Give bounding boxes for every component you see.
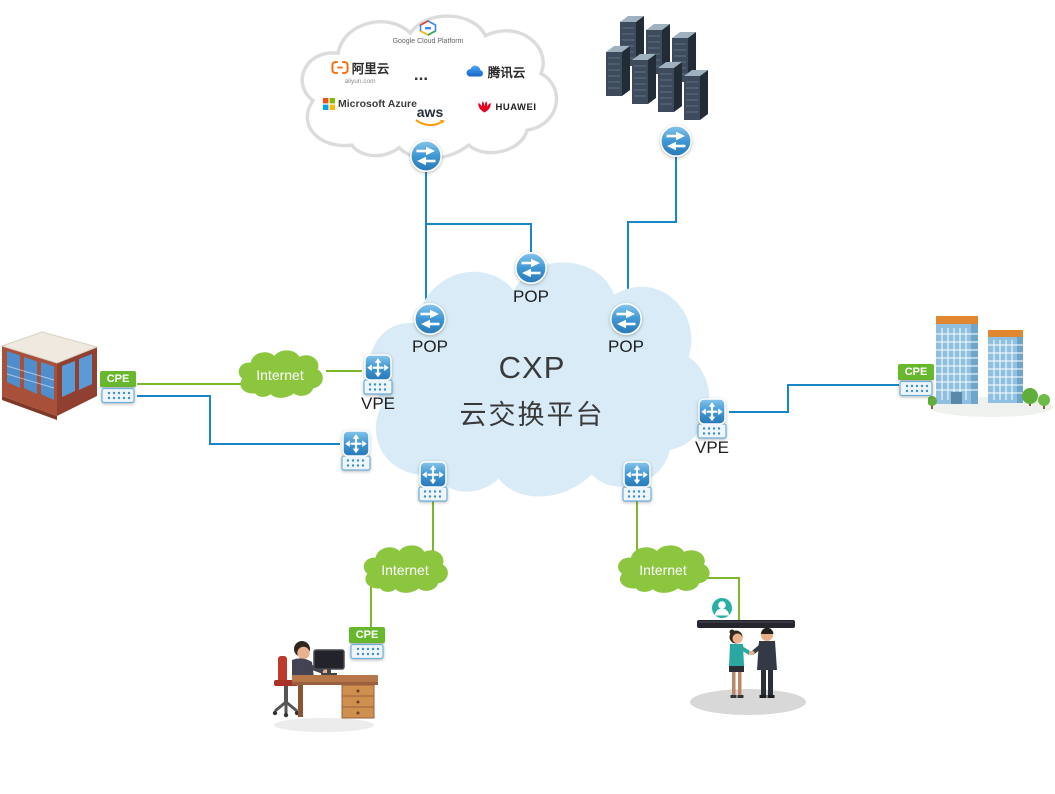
pop-right-label: POP bbox=[608, 337, 644, 356]
alibaba-domain-label: aliyun.com bbox=[344, 78, 376, 85]
huawei-label: HUAWEI bbox=[495, 101, 537, 113]
cloud-shape bbox=[300, 14, 559, 161]
cpe-left-device-icon bbox=[101, 387, 135, 404]
user-avatar-icon bbox=[710, 596, 734, 620]
datacenter-racks bbox=[606, 16, 708, 120]
internet-cloud-bottom-left: Internet bbox=[359, 542, 451, 596]
huawei-logo: HUAWEI bbox=[464, 100, 548, 114]
google-cloud-logo: Google Cloud Platform bbox=[380, 20, 476, 45]
pop-left-router-icon bbox=[414, 303, 446, 335]
tencent-cloud-logo: 腾讯云 bbox=[450, 62, 540, 81]
internet-cloud-shape bbox=[238, 350, 323, 398]
office-building-left bbox=[0, 331, 99, 420]
cxp-title-line1: CXP bbox=[498, 350, 566, 385]
server-bar bbox=[697, 620, 795, 628]
aws-label: aws bbox=[416, 104, 444, 120]
azure-label: Microsoft Azure bbox=[338, 98, 417, 110]
tencent-cloud-icon bbox=[466, 65, 483, 77]
meeting-scene bbox=[690, 596, 806, 715]
desk bbox=[292, 649, 378, 719]
edge-switch-bottom-right-icon bbox=[622, 461, 652, 502]
internet-left-label: Internet bbox=[256, 367, 304, 383]
alibaba-cloud-label: 阿里云 bbox=[351, 62, 390, 76]
pop-left-label: POP bbox=[412, 337, 448, 356]
azure-logo: Microsoft Azure bbox=[314, 98, 426, 110]
cpe-right-node: CPE bbox=[898, 364, 934, 397]
trees bbox=[928, 388, 1050, 409]
vpe-left-switch-icon bbox=[363, 354, 393, 395]
server-rack-group bbox=[606, 16, 708, 120]
cpe-bottom-label: CPE bbox=[349, 627, 385, 643]
person-woman bbox=[729, 629, 753, 698]
internet-bottom-left-label: Internet bbox=[381, 562, 429, 578]
alibaba-cloud-icon bbox=[331, 61, 349, 74]
internet-cloud-bottom-right: Internet bbox=[613, 542, 713, 596]
cloud-providers-cloud: Google Cloud Platform 阿里云 aliyun.com ... bbox=[288, 6, 566, 168]
microsoft-squares-icon bbox=[323, 98, 336, 110]
cpe-right-label: CPE bbox=[898, 364, 934, 380]
google-cloud-hexagon-icon bbox=[419, 20, 437, 36]
cpe-left-node: CPE bbox=[100, 371, 136, 404]
monitor bbox=[313, 649, 345, 670]
home-office-scene bbox=[272, 641, 378, 732]
tower-1 bbox=[936, 316, 978, 404]
cpe-bottom-node: CPE bbox=[349, 627, 385, 660]
office-buildings-right bbox=[928, 316, 1053, 417]
cxp-title-line2: 云交换平台 bbox=[459, 400, 605, 430]
huawei-flower-icon bbox=[477, 101, 491, 113]
cpe-bottom-device-icon bbox=[350, 643, 384, 660]
ellipsis-text: ... bbox=[413, 65, 429, 84]
pop-top-label: POP bbox=[513, 287, 549, 306]
cpe-left-label: CPE bbox=[100, 371, 136, 387]
internet-cloud-shape bbox=[618, 545, 710, 593]
edge-switch-lower-left-icon bbox=[341, 430, 371, 471]
internet-cloud-shape bbox=[363, 545, 448, 593]
vpe-left-label: VPE bbox=[360, 394, 396, 413]
tower-2 bbox=[988, 330, 1023, 403]
aws-smile-icon bbox=[415, 119, 445, 126]
cxp-title: CXP 云交换平台 bbox=[432, 350, 632, 432]
pop-top-router-icon bbox=[515, 252, 547, 284]
aws-logo: aws bbox=[408, 104, 452, 127]
cpe-right-device-icon bbox=[899, 380, 933, 397]
tencent-cloud-label: 腾讯云 bbox=[487, 66, 526, 80]
providers-ellipsis: ... bbox=[408, 65, 434, 84]
google-cloud-label: Google Cloud Platform bbox=[392, 38, 464, 45]
edge-switch-bottom-left-icon bbox=[418, 461, 448, 502]
vpe-right-label: VPE bbox=[694, 438, 730, 457]
pop-right-router-icon bbox=[610, 303, 642, 335]
alibaba-cloud-logo: 阿里云 aliyun.com bbox=[318, 58, 402, 85]
datacenter-router-icon bbox=[660, 125, 692, 157]
vpe-right-switch-icon bbox=[697, 398, 727, 439]
person-man bbox=[750, 627, 777, 698]
internet-bottom-right-label: Internet bbox=[639, 562, 687, 578]
internet-cloud-left: Internet bbox=[234, 347, 326, 401]
provider-edge-router-icon bbox=[410, 140, 442, 172]
